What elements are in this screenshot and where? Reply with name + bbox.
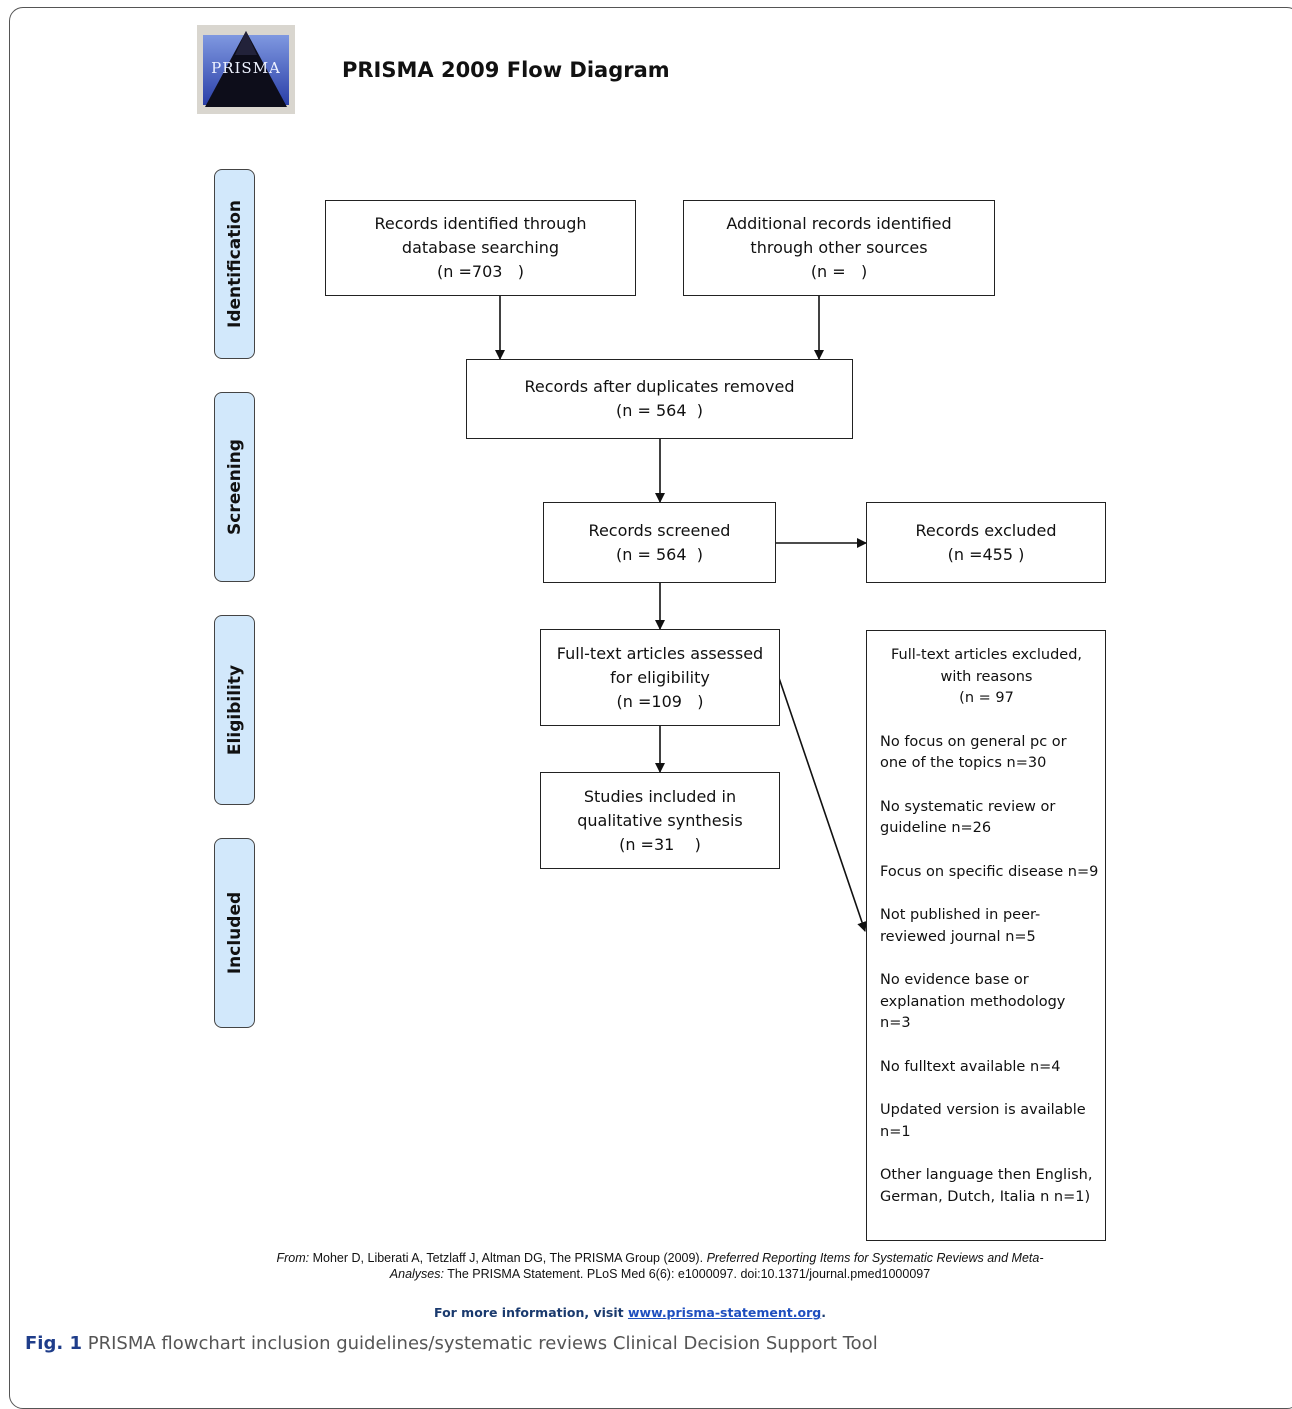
excluded-header-line: with reasons [940,668,1033,685]
reason-line: Other language then English, [880,1167,1093,1183]
box-line: Records excluded [915,520,1057,540]
box-line: Full-text articles assessed [556,643,764,663]
box-fulltext-assessed: Full-text articles assessed for eligibil… [540,629,780,726]
stage-screening: Screening [214,392,255,582]
citation-title-a: Preferred Reporting Items for Systematic… [706,1251,1044,1265]
prisma-logo-graphic [203,31,289,107]
reason-line: No fulltext available n=4 [880,1058,1061,1075]
reason-line: n=3 [880,1015,911,1031]
figure-caption: Fig. 1 PRISMA flowchart inclusion guidel… [25,1333,878,1354]
reason-line: explanation methodology [880,993,1066,1010]
box-count: (n =455 ) [947,544,1025,564]
box-line: Records screened [588,520,731,540]
reason-line: Updated version is available [880,1102,1086,1118]
reason-line: No evidence base or [880,972,1029,988]
exclusion-reason: No fulltext available n=4 [880,1057,1093,1079]
exclusion-reason: Other language then English, German, Dut… [880,1165,1093,1208]
box-records-excluded: Records excluded (n =455 ) [866,502,1106,583]
reason-line: Focus on specific disease n=9 [880,863,1099,880]
more-info-text: For more information, visit [434,1305,624,1320]
citation-title-b: Analyses: [389,1267,444,1281]
exclusion-reason: Updated version is available n=1 [880,1100,1093,1143]
box-count: (n = 564 ) [616,544,703,564]
excluded-header: Full-text articles excluded, with reason… [880,645,1093,710]
box-count: (n = 564 ) [616,401,703,420]
stage-included: Included [214,838,255,1028]
citation-from-label: From: [276,1251,310,1265]
reason-line: No systematic review or [880,798,1056,815]
box-count: (n = ) [810,262,868,281]
exclusion-reason: No systematic review or guideline n=26 [880,797,1093,840]
box-line: Records identified through [374,214,587,233]
box-line: database searching [401,238,560,257]
prisma-logo: PRISMA [197,25,295,114]
box-records-screened: Records screened (n = 564 ) [543,502,776,583]
box-line: qualitative synthesis [577,810,743,830]
box-line: through other sources [750,238,928,257]
exclusion-reason: No focus on general pc or one of the top… [880,732,1093,775]
more-info-period: . [821,1305,826,1320]
reason-line: n=1 [880,1123,911,1140]
box-line: Studies included in [583,786,737,806]
reason-line: reviewed journal n=5 [880,928,1036,945]
box-count: (n =703 ) [437,262,524,281]
flow-arrows [495,296,867,932]
logo-text: PRISMA [211,59,281,77]
stage-eligibility: Eligibility [214,615,255,805]
box-line: Additional records identified [726,214,952,233]
excluded-count: (n = 97 [959,690,1014,706]
more-info: For more information, visit www.prisma-s… [0,1305,1260,1320]
box-line: for eligibility [610,667,710,687]
box-other-sources: Additional records identified through ot… [683,200,995,296]
reason-line: No focus on general pc or [880,733,1067,750]
box-count: (n =31 ) [619,834,701,854]
citation-source: The PRISMA Statement. PLoS Med 6(6): e10… [447,1267,931,1281]
reason-line: German, Dutch, Italia n n=1) [880,1188,1091,1205]
box-database-records: Records identified through database sear… [325,200,636,296]
excluded-header-line: Full-text articles excluded, [890,647,1083,663]
box-studies-included: Studies included in qualitative synthesi… [540,772,780,869]
exclusion-reason: Not published in peer- reviewed journal … [880,905,1093,948]
arrow-fulltext-to-excluded [778,677,867,932]
exclusion-reason: Focus on specific disease n=9 [880,862,1099,884]
citation: From: Moher D, Liberati A, Tetzlaff J, A… [150,1250,1170,1282]
reason-line: guideline n=26 [880,820,992,836]
reason-line: Not published in peer- [880,907,1041,923]
reason-line: one of the topics n=30 [880,755,1047,771]
diagram-title: PRISMA 2009 Flow Diagram [342,58,670,82]
stage-identification: Identification [214,169,255,359]
citation-authors: Moher D, Liberati A, Tetzlaff J, Altman … [312,1251,704,1265]
prisma-link[interactable]: www.prisma-statement.org [627,1305,822,1320]
exclusion-reason: No evidence base or explanation methodol… [880,970,1093,1035]
box-duplicates-removed: Records after duplicates removed (n = 56… [466,359,853,439]
box-count: (n =109 ) [616,691,704,711]
caption-label: Fig. 1 [25,1333,82,1354]
box-line: Records after duplicates removed [524,377,795,396]
caption-text: PRISMA flowchart inclusion guidelines/sy… [87,1333,878,1354]
box-fulltext-excluded: Full-text articles excluded, with reason… [866,630,1106,1241]
